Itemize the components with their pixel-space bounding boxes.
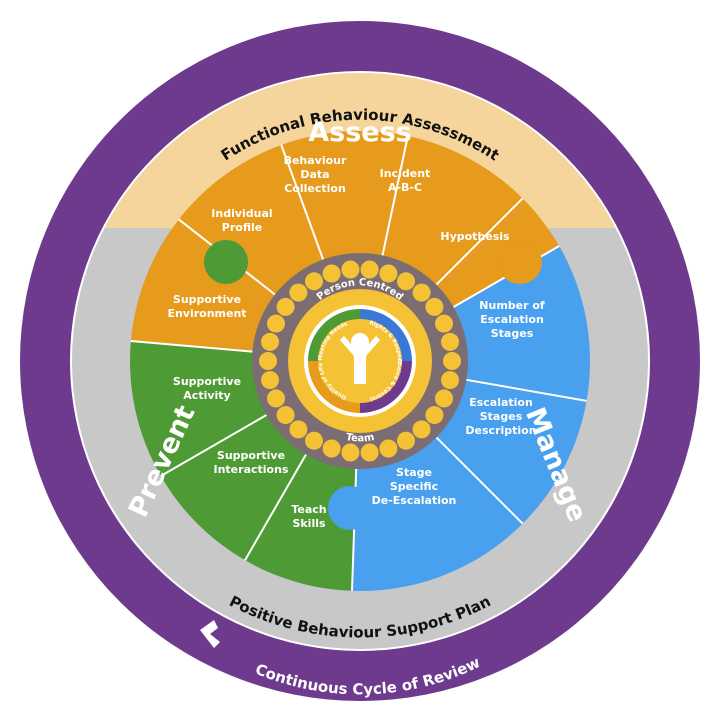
center-bead [261, 332, 279, 351]
center-bead [379, 264, 398, 283]
center-bead [261, 371, 279, 390]
center-bead [412, 420, 431, 439]
center-bead [289, 420, 308, 439]
center-bead [267, 314, 285, 333]
center-bead [267, 389, 285, 408]
segment-divider [435, 436, 524, 525]
center-beads [259, 260, 461, 462]
center-bead [305, 431, 323, 450]
manage-puzzle-tab [328, 486, 372, 530]
center-bead [443, 352, 461, 370]
center-bead [276, 297, 295, 316]
review-arrow-icon [200, 620, 220, 648]
segment-divider [244, 454, 307, 561]
center-bead [341, 260, 360, 279]
assess-label: Assess [308, 117, 412, 148]
center-bead [360, 260, 379, 279]
segment-hypothesis: Hypothesis [440, 230, 510, 243]
center-bead [322, 439, 341, 458]
center-bead [379, 439, 398, 458]
person-icon [340, 333, 380, 384]
center-bead [441, 371, 459, 390]
assess-puzzle-tab [498, 240, 542, 284]
center-bead [360, 443, 379, 462]
center-bead [322, 264, 341, 283]
center-bead [276, 406, 295, 425]
center-bead [441, 332, 459, 351]
center-bead [425, 297, 444, 316]
segment-divider [435, 197, 524, 286]
center-bead [397, 431, 415, 450]
center-bead [259, 352, 277, 370]
center-bead [341, 443, 360, 462]
prevent-puzzle-tab [204, 240, 248, 284]
center-bead [305, 272, 323, 291]
center-bead [425, 406, 444, 425]
center-bead [412, 283, 431, 302]
center-bead [397, 272, 415, 291]
center-bead [435, 314, 453, 333]
team-label: Team [345, 432, 375, 445]
segment-divider [280, 144, 325, 260]
segment-divider [466, 378, 587, 402]
segment-divider [160, 414, 267, 477]
segment-dividers [130, 135, 587, 591]
segment-divider [381, 135, 409, 256]
center-bead [435, 389, 453, 408]
assess-section [130, 131, 560, 361]
segment-divider [130, 340, 253, 353]
center-bead [289, 283, 308, 302]
